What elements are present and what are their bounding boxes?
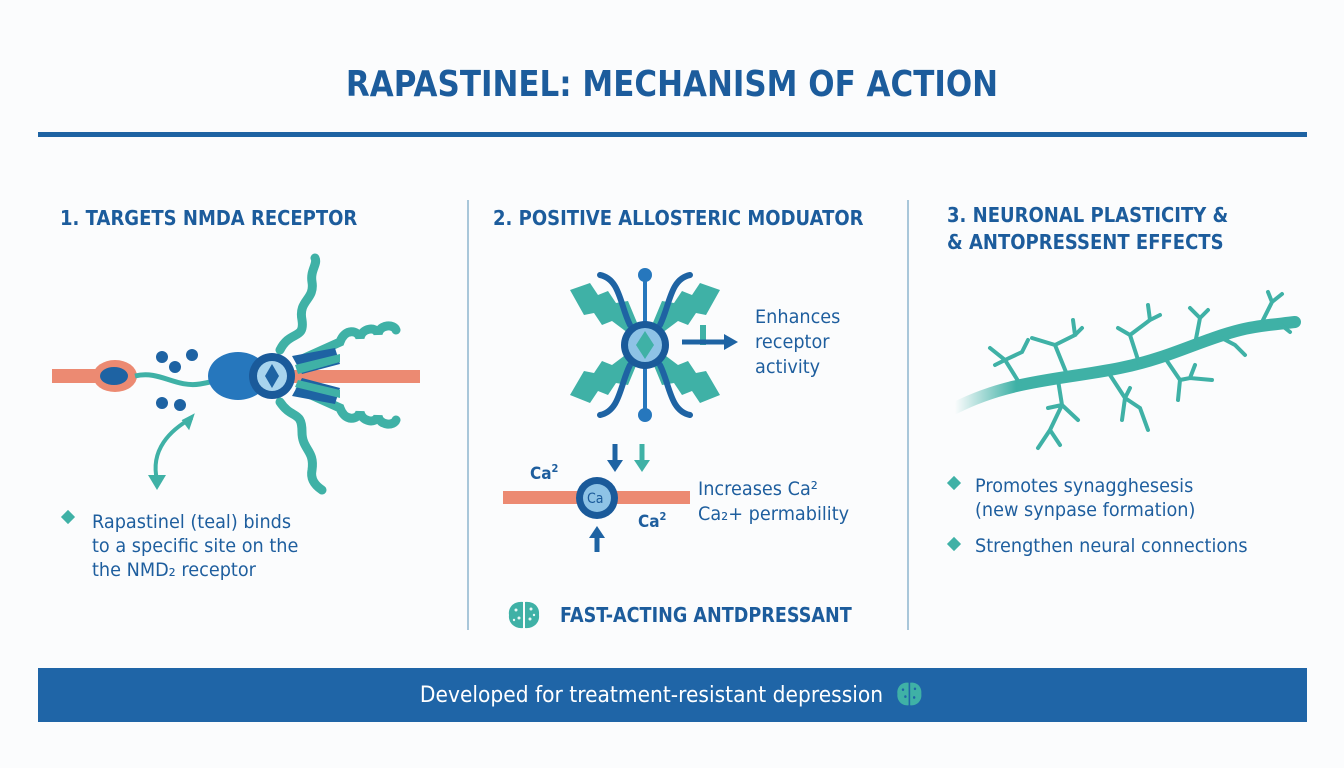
binding-arrow [153, 416, 193, 481]
calcium-label: Ca2 [530, 462, 558, 484]
text-line: Enhances [755, 306, 841, 328]
molecule-dot [156, 397, 168, 409]
enhances-label: Enhances receptor activity [755, 305, 840, 380]
calcium-channel-illustration [503, 444, 690, 552]
bullet-icon [946, 536, 962, 552]
fast-acting-label: FAST-ACTING ANTDPRESSANT [560, 603, 852, 627]
footer-text: Developed for treatment-resistant depres… [420, 683, 884, 708]
allosteric-modulator-illustration [570, 268, 720, 422]
column-divider [907, 200, 909, 630]
text-line: receptor [755, 331, 830, 353]
cell-nucleus [100, 367, 128, 385]
receptor-subunit [570, 353, 638, 403]
receptor-subunit [652, 353, 720, 403]
molecule-dot [169, 361, 181, 373]
ion-charge: 2 [659, 510, 667, 523]
ion-charge: 2 [551, 462, 559, 475]
molecule-dot [156, 351, 168, 363]
brain-icon [508, 601, 540, 629]
receptor-subunit [570, 283, 638, 333]
nmda-receptor-illustration [52, 253, 420, 495]
text-line: the NMD₂ receptor [92, 559, 256, 581]
molecule-dot [174, 399, 186, 411]
modulator-diamond [636, 331, 654, 359]
receptor-subunit [652, 283, 720, 333]
footer-text-row: Developed for treatment-resistant depres… [38, 681, 1307, 710]
receptor-wedge [292, 348, 420, 404]
ion-name: Ca [530, 464, 552, 484]
rapastinel-diamond [265, 364, 279, 388]
footer-banner: Developed for treatment-resistant depres… [38, 668, 1307, 722]
page-title: RAPASTINEL: MECHANISM OF ACTION [345, 64, 999, 105]
text-line: activity [755, 356, 821, 378]
heading-line: 3. NEURONAL PLASTICITY & [947, 203, 1229, 227]
receptor-helix [275, 253, 401, 495]
section-1-description: Rapastinel (teal) binds to a specific si… [92, 510, 298, 582]
channel-ion-label: Ca [587, 491, 604, 507]
section-3-bullet-1: Promotes synagghesesis (new synpase form… [975, 474, 1195, 522]
heading-line: & ANTOPRESSENT EFFECTS [947, 230, 1224, 254]
text-line: Promotes synagghesesis [975, 475, 1194, 497]
brain-icon [897, 682, 923, 706]
ion-name: Ca [638, 512, 660, 532]
enhance-arrow [682, 334, 738, 350]
text-line: Strengthen neural connections [975, 535, 1248, 557]
permeability-label: Increases Ca² Ca₂+ permability [698, 477, 849, 527]
text-line: Rapastinel (teal) binds [92, 511, 292, 533]
text-line: Ca₂+ permability [698, 503, 850, 525]
text-line: to a specific site on the [92, 535, 299, 557]
molecule-dot [186, 349, 198, 361]
dendrite-illustration [949, 290, 1301, 450]
text-line: Increases Ca² [698, 478, 818, 500]
section-1-heading: 1. TARGETS NMDA RECEPTOR [60, 206, 358, 230]
text-line: (new synpase formation) [975, 499, 1196, 521]
calcium-label: Ca2 [638, 510, 666, 532]
section-3-heading: 3. NEURONAL PLASTICITY & & ANTOPRESSENT … [947, 202, 1228, 256]
column-divider [467, 200, 469, 630]
bullet-icon [60, 509, 76, 525]
bullet-icon [946, 475, 962, 491]
section-2-heading: 2. POSITIVE ALLOSTERIC MODUATOR [493, 206, 864, 230]
section-3-bullet-2: Strengthen neural connections [975, 534, 1248, 558]
title-divider [38, 132, 1307, 137]
